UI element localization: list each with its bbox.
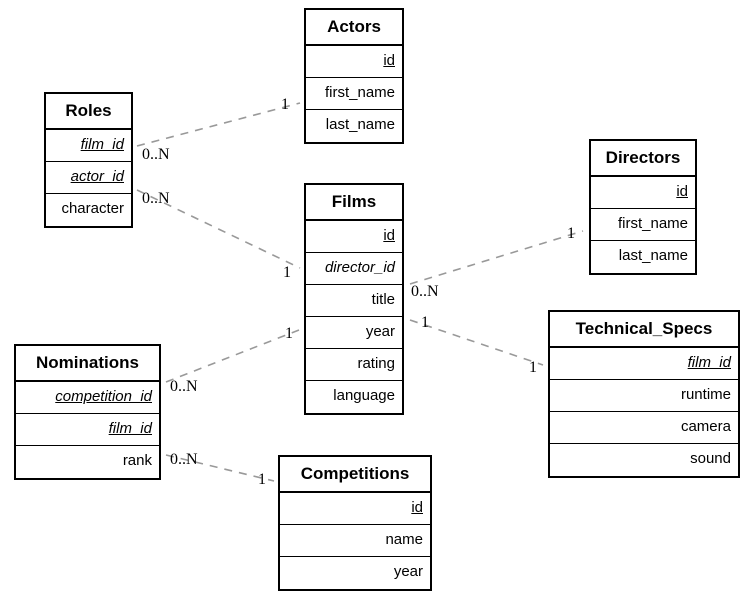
cardinality-nominations-films-to: 1 — [285, 325, 293, 342]
attribute-films-id[interactable]: id — [306, 221, 402, 253]
attribute-films-director_id[interactable]: director_id — [306, 253, 402, 285]
attribute-directors-id[interactable]: id — [591, 177, 695, 209]
attribute-nominations-rank[interactable]: rank — [16, 446, 159, 478]
attribute-technical_specs-camera[interactable]: camera — [550, 412, 738, 444]
attribute-roles-character[interactable]: character — [46, 194, 131, 226]
attribute-competitions-id[interactable]: id — [280, 493, 430, 525]
attribute-nominations-film_id[interactable]: film_id — [16, 414, 159, 446]
entity-title-nominations: Nominations — [16, 346, 159, 382]
cardinality-nominations-competitions-from: 0..N — [170, 451, 198, 468]
cardinality-roles-films-to: 1 — [283, 264, 291, 281]
attribute-films-title[interactable]: title — [306, 285, 402, 317]
entity-title-films: Films — [306, 185, 402, 221]
edge-films-technical_specs — [409, 319, 544, 366]
attribute-technical_specs-sound[interactable]: sound — [550, 444, 738, 476]
attribute-competitions-year[interactable]: year — [280, 557, 430, 589]
attribute-roles-film_id[interactable]: film_id — [46, 130, 131, 162]
cardinality-films-technical_specs-from: 1 — [421, 314, 429, 331]
edge-roles-actors — [136, 102, 301, 147]
entity-title-directors: Directors — [591, 141, 695, 177]
attribute-films-year[interactable]: year — [306, 317, 402, 349]
entity-title-roles: Roles — [46, 94, 131, 130]
attribute-films-rating[interactable]: rating — [306, 349, 402, 381]
entity-title-actors: Actors — [306, 10, 402, 46]
cardinality-films-directors-to: 1 — [567, 225, 575, 242]
attribute-directors-last_name[interactable]: last_name — [591, 241, 695, 273]
attribute-actors-id[interactable]: id — [306, 46, 402, 78]
attribute-technical_specs-film_id[interactable]: film_id — [550, 348, 738, 380]
entity-title-technical_specs: Technical_Specs — [550, 312, 738, 348]
attribute-technical_specs-runtime[interactable]: runtime — [550, 380, 738, 412]
cardinality-films-directors-from: 0..N — [411, 283, 439, 300]
entity-title-competitions: Competitions — [280, 457, 430, 493]
attribute-competitions-name[interactable]: name — [280, 525, 430, 557]
attribute-actors-first_name[interactable]: first_name — [306, 78, 402, 110]
attribute-roles-actor_id[interactable]: actor_id — [46, 162, 131, 194]
cardinality-roles-films-from: 0..N — [142, 190, 170, 207]
cardinality-roles-actors-from: 0..N — [142, 146, 170, 163]
attribute-nominations-competition_id[interactable]: competition_id — [16, 382, 159, 414]
cardinality-nominations-competitions-to: 1 — [258, 471, 266, 488]
cardinality-roles-actors-to: 1 — [281, 96, 289, 113]
edge-films-directors — [409, 230, 584, 285]
attribute-films-language[interactable]: language — [306, 381, 402, 413]
attribute-directors-first_name[interactable]: first_name — [591, 209, 695, 241]
edge-nominations-films — [165, 329, 300, 383]
cardinality-nominations-films-from: 0..N — [170, 378, 198, 395]
cardinality-films-technical_specs-to: 1 — [529, 359, 537, 376]
attribute-actors-last_name[interactable]: last_name — [306, 110, 402, 142]
